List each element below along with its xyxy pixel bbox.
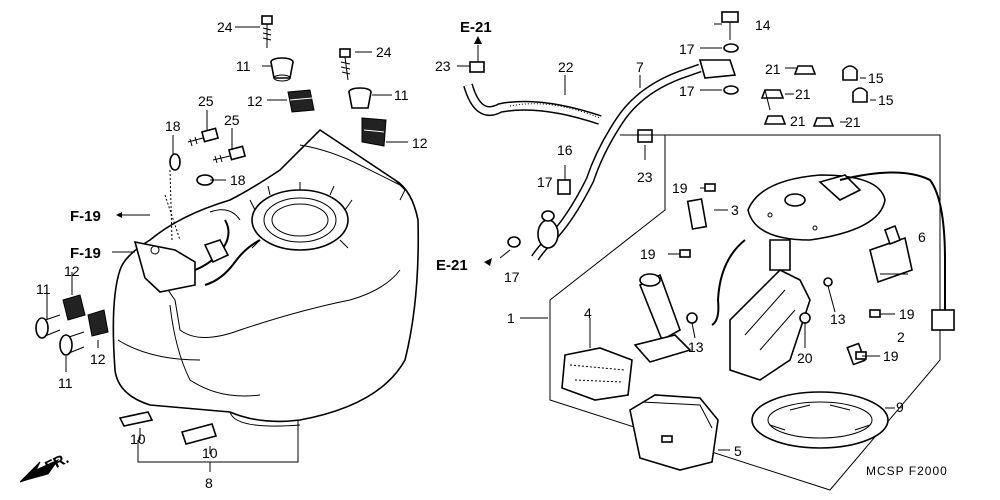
callout-21d: 21 <box>845 114 861 130</box>
hose-22 <box>463 83 602 125</box>
callout-10b: 10 <box>202 445 218 461</box>
callout-12c: 12 <box>64 263 80 279</box>
hose-3 <box>686 198 708 230</box>
callout-24b: 24 <box>376 44 392 60</box>
callout-f19b: F-19 <box>70 245 101 262</box>
callout-11c: 11 <box>36 281 51 297</box>
callout-15a: 15 <box>868 70 884 86</box>
callout-11b: 11 <box>394 87 409 103</box>
washer-18-upper <box>169 153 181 171</box>
callout-9: 9 <box>896 399 904 415</box>
callout-5: 5 <box>734 443 742 459</box>
callout-8: 8 <box>205 475 213 491</box>
callout-18b: 18 <box>230 172 246 188</box>
cap-nut-15-b <box>852 87 868 103</box>
screws-13-20 <box>686 277 833 324</box>
callout-19b: 19 <box>640 246 656 262</box>
callout-25a: 25 <box>198 93 214 109</box>
callout-25b: 25 <box>224 112 240 128</box>
footer-code: MCSP F2000 <box>866 464 948 478</box>
clip-23-mid <box>637 129 653 143</box>
collar-11-lower-b <box>59 331 85 356</box>
callout-22: 22 <box>558 59 574 75</box>
callout-12a: 12 <box>247 93 263 109</box>
label-pad-10b <box>180 423 218 445</box>
nut-21-a <box>793 65 817 75</box>
fuel-filter-6 <box>869 224 913 284</box>
collar-11-lower-a <box>35 314 61 339</box>
callout-16: 16 <box>557 142 573 158</box>
callout-14: 14 <box>755 17 771 33</box>
collar-11-left <box>270 57 294 82</box>
callout-1: 1 <box>507 310 515 326</box>
callout-10a: 10 <box>130 431 146 447</box>
washer-17-lower <box>723 85 739 95</box>
pump-frame-body <box>729 239 811 381</box>
case-5 <box>629 394 719 471</box>
fuel-pump-motor <box>633 273 692 363</box>
callout-21c: 21 <box>790 113 806 129</box>
tank-pump-opening <box>249 182 353 251</box>
front-direction-arrow <box>19 458 60 483</box>
rubber-12-lower-b <box>87 309 109 337</box>
rubber-12-left <box>287 89 315 113</box>
callout-2: 2 <box>897 329 905 345</box>
gasket-9 <box>751 391 889 449</box>
wire-harness <box>711 171 955 331</box>
bolt-24-right <box>339 48 351 81</box>
callout-7: 7 <box>636 59 644 75</box>
nut-21-d <box>812 117 835 127</box>
callout-23a: 23 <box>435 58 451 74</box>
callout-11d: 11 <box>58 375 73 391</box>
filter-4 <box>561 347 633 401</box>
callout-17b: 17 <box>504 269 520 285</box>
callout-12d: 12 <box>90 351 106 367</box>
callout-24a: 24 <box>217 19 233 35</box>
callout-21a: 21 <box>765 61 781 77</box>
callout-19a: 19 <box>672 180 688 196</box>
callout-13a: 13 <box>830 311 846 327</box>
bolt-25-lower <box>212 145 247 164</box>
bolt-25-upper <box>187 127 220 147</box>
fuel-tank <box>112 128 420 427</box>
callout-f19a: F-19 <box>70 208 101 225</box>
callout-17d: 17 <box>679 83 695 99</box>
callout-17c: 17 <box>679 41 695 57</box>
bolt-24-left <box>261 15 273 48</box>
joint-17-16 <box>507 179 571 249</box>
callout-12b: 12 <box>412 135 428 151</box>
callout-e21b: E-21 <box>436 257 468 274</box>
callout-19d: 19 <box>883 348 899 364</box>
front-label: FR. <box>43 450 72 476</box>
cap-nut-15-a <box>842 65 858 81</box>
rubber-12-right <box>361 117 387 147</box>
callout-21b: 21 <box>795 86 811 102</box>
nut-21-b <box>760 89 785 99</box>
rubber-12-lower-a <box>62 294 86 321</box>
pump-top-plate <box>747 174 886 241</box>
collar-11-right <box>348 87 372 109</box>
clip-23-top <box>469 61 485 73</box>
washer-17-top <box>723 43 739 53</box>
callout-6: 6 <box>918 229 926 245</box>
callout-19c: 19 <box>899 306 915 322</box>
callout-3: 3 <box>731 202 739 218</box>
callout-17a: 17 <box>537 174 553 190</box>
callout-23b: 23 <box>637 169 653 185</box>
callout-18a: 18 <box>165 118 181 134</box>
callout-20: 20 <box>797 350 813 366</box>
callout-4: 4 <box>584 305 592 321</box>
screw-14 <box>721 11 739 40</box>
callout-11a: 11 <box>236 58 251 74</box>
nut-21-c <box>763 115 787 125</box>
label-pad-10a <box>118 411 154 427</box>
callout-e21a: E-21 <box>460 19 492 36</box>
callout-15b: 15 <box>878 92 894 108</box>
callout-13b: 13 <box>688 339 704 355</box>
tank-hose-bracket <box>133 209 261 293</box>
